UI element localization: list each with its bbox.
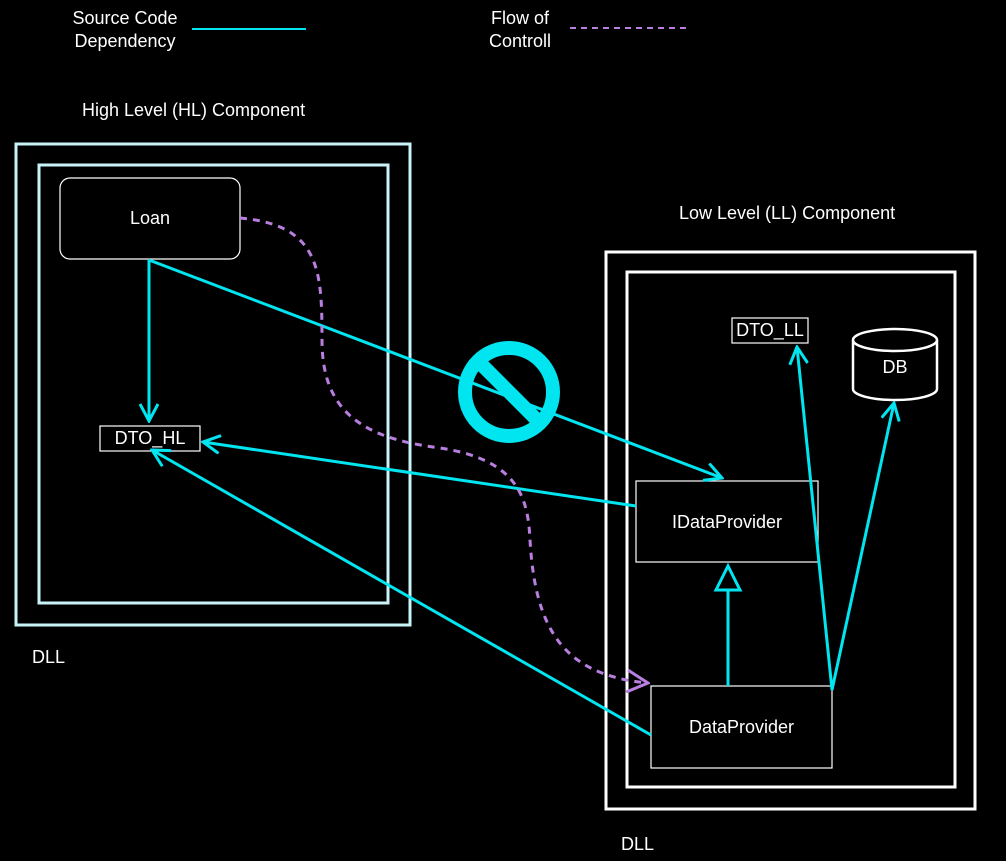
legend-flow-line1: Flow of — [490, 8, 550, 28]
loan-label: Loan — [129, 208, 171, 228]
legend-dependency-label: Source Code Dependency — [60, 7, 190, 53]
dto-ll-box — [731, 317, 809, 344]
no-entry-icon — [458, 341, 560, 443]
dataprovider-box — [650, 685, 833, 769]
inheritance-arrow — [713, 562, 743, 686]
hl-component-title: High Level (HL) Component — [82, 100, 306, 120]
legend-dependency-line2: Dependency — [74, 31, 176, 51]
legend-flow-line2: Controll — [488, 31, 552, 51]
dep-loan-to-idataprovider — [148, 258, 722, 478]
ll-component-border — [625, 270, 957, 789]
legend-flow-label: Flow of Controll — [475, 7, 565, 53]
ll-dll-label: DLL — [621, 834, 655, 854]
hl-component-border — [37, 163, 390, 605]
dep-dataprovider-to-db — [830, 403, 894, 691]
idataprovider-box — [635, 480, 819, 563]
hl-dll-label: DLL — [32, 647, 66, 667]
dep-idataprovider-to-dto-hl — [203, 442, 637, 508]
flow-of-control-curve — [239, 216, 648, 683]
dep-dataprovider-to-dto-hl — [152, 450, 652, 737]
dto-hl-label: DTO_HL — [114, 428, 186, 448]
db-label: DB — [882, 357, 908, 377]
idataprovider-label: IDataProvider — [671, 512, 783, 532]
ll-component-title: Low Level (LL) Component — [679, 203, 896, 223]
dto-ll-label: DTO_LL — [736, 320, 804, 340]
legend-dependency-line1: Source Code — [72, 8, 178, 28]
ll-dll-outer-border — [604, 250, 977, 811]
dataprovider-label: DataProvider — [688, 717, 795, 737]
hl-dll-outer-border — [14, 142, 412, 627]
dep-dataprovider-to-dto-ll — [797, 347, 834, 691]
